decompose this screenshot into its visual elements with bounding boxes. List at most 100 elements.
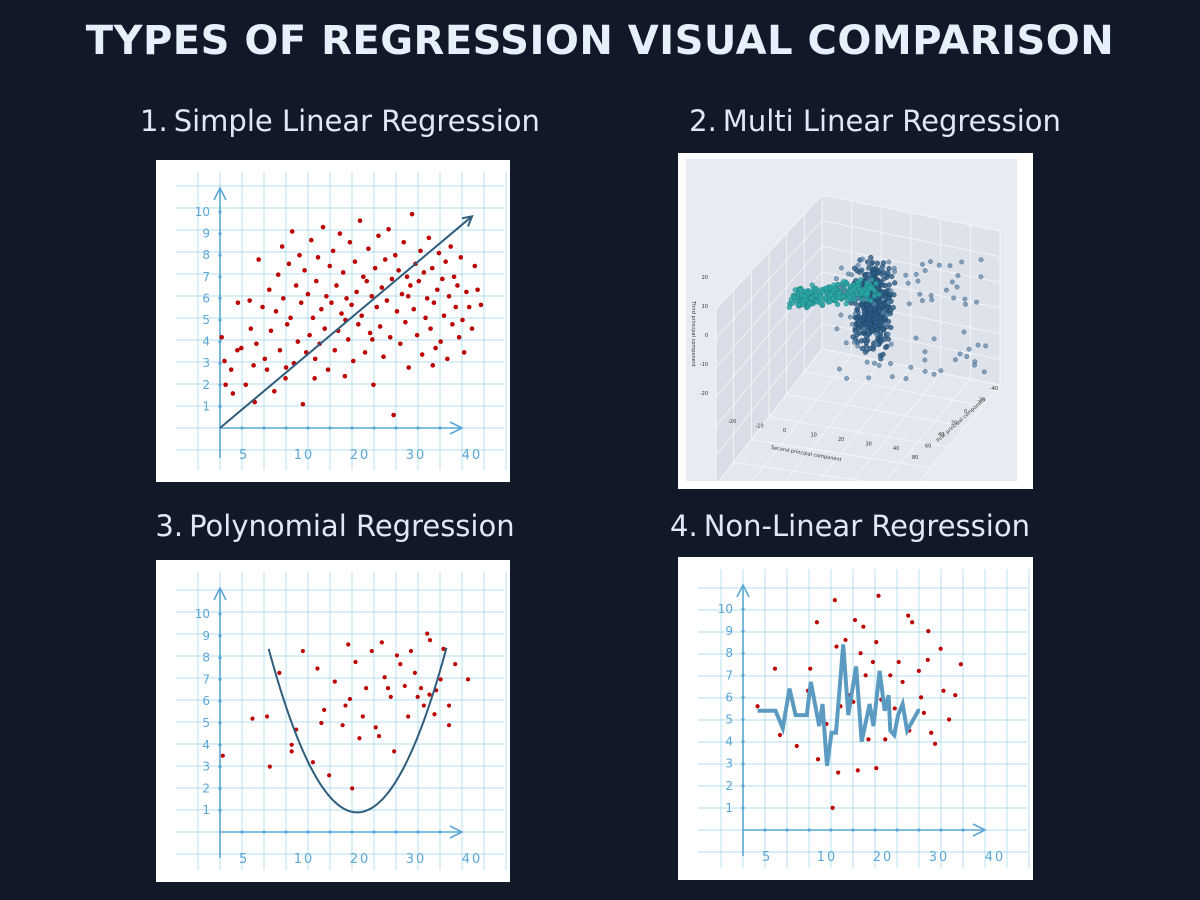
y-tick-label: 5 <box>725 713 733 727</box>
panel-label: Multi Linear Regression <box>722 104 1061 138</box>
data-point <box>377 324 383 329</box>
data-point <box>919 298 925 303</box>
data-point <box>922 268 928 273</box>
data-point <box>813 285 819 292</box>
data-point <box>415 694 420 699</box>
data-point <box>822 296 828 302</box>
data-point <box>369 293 375 299</box>
y-tick-label: 2 <box>202 781 210 795</box>
data-point <box>251 363 256 368</box>
data-point <box>915 278 921 284</box>
data-point <box>260 304 265 310</box>
data-point <box>834 276 839 282</box>
data-point <box>293 283 299 288</box>
panel-label: Simple Linear Regression <box>173 104 540 138</box>
x-axis-dot <box>785 828 789 832</box>
data-point <box>795 302 801 308</box>
y-axis-dot <box>741 629 745 633</box>
data-point <box>880 327 886 333</box>
data-point <box>289 749 294 754</box>
data-point <box>448 244 454 249</box>
data-point <box>955 273 961 278</box>
data-point <box>861 297 867 303</box>
data-point <box>856 269 863 275</box>
data-point <box>869 328 875 335</box>
data-point <box>885 304 892 310</box>
data-point <box>922 357 928 363</box>
x-tick-label: 5 <box>762 850 772 865</box>
data-point <box>886 295 892 302</box>
data-point <box>808 666 813 671</box>
y-tick-label: 3 <box>202 760 210 774</box>
data-point <box>922 368 928 374</box>
data-point <box>322 707 327 713</box>
y-tick-label: 9 <box>725 624 733 638</box>
data-point <box>842 288 848 294</box>
data-point <box>876 307 882 314</box>
data-point <box>421 703 426 708</box>
data-point <box>888 361 893 366</box>
data-point <box>302 268 307 273</box>
data-point <box>344 296 349 301</box>
data-point <box>877 302 884 308</box>
y-axis-dot <box>218 275 222 279</box>
data-point <box>866 272 872 278</box>
y-tick-label: 4 <box>202 335 210 349</box>
data-point <box>312 376 317 381</box>
grid-line <box>885 378 971 481</box>
data-point <box>456 334 462 340</box>
data-point <box>928 293 934 298</box>
data-point <box>429 265 435 271</box>
y-tick-label: 1 <box>725 801 733 815</box>
z-axis-label: Third principal component <box>690 300 696 367</box>
data-point <box>874 331 879 337</box>
data-point <box>235 347 240 353</box>
grid-line <box>715 323 823 456</box>
x-tick-label: 30 <box>929 850 950 865</box>
data-point <box>885 270 891 276</box>
data-point <box>315 666 320 671</box>
data-point <box>961 329 967 335</box>
data-point <box>879 266 885 272</box>
x-axis-dot <box>328 426 332 430</box>
data-point <box>843 301 849 307</box>
x-tick-label: 40 <box>462 852 483 867</box>
data-point <box>342 373 348 379</box>
data-point <box>875 285 881 291</box>
x-axis-dot <box>240 830 244 834</box>
data-point <box>371 382 376 388</box>
data-point <box>300 648 305 654</box>
data-point <box>230 391 236 396</box>
data-point <box>794 743 799 749</box>
data-point <box>864 359 870 365</box>
data-point <box>878 279 884 286</box>
data-point <box>832 598 837 603</box>
data-point <box>921 710 926 715</box>
data-point <box>298 300 304 306</box>
data-point <box>983 343 989 349</box>
data-point <box>873 319 879 326</box>
panel-label: Polynomial Regression <box>189 509 515 543</box>
x-tick-label: -20 <box>728 419 736 425</box>
data-point <box>975 342 981 348</box>
data-point <box>833 298 839 304</box>
data-point <box>264 714 270 719</box>
y-tick-label: 80 <box>912 455 918 461</box>
data-point <box>802 293 808 299</box>
x-tick-label: 40 <box>985 850 1006 865</box>
data-point <box>446 703 452 708</box>
data-point <box>388 694 393 699</box>
data-point <box>839 265 844 271</box>
data-point <box>453 304 459 310</box>
data-point <box>247 298 252 303</box>
data-point <box>876 593 881 598</box>
data-point <box>385 686 391 691</box>
data-point <box>838 312 844 318</box>
y-axis-dot <box>218 808 222 812</box>
data-point <box>836 770 841 775</box>
data-point <box>888 324 894 331</box>
data-point <box>928 259 933 264</box>
data-point <box>772 666 778 671</box>
x-tick-label: 30 <box>406 448 427 463</box>
data-point <box>959 259 965 265</box>
